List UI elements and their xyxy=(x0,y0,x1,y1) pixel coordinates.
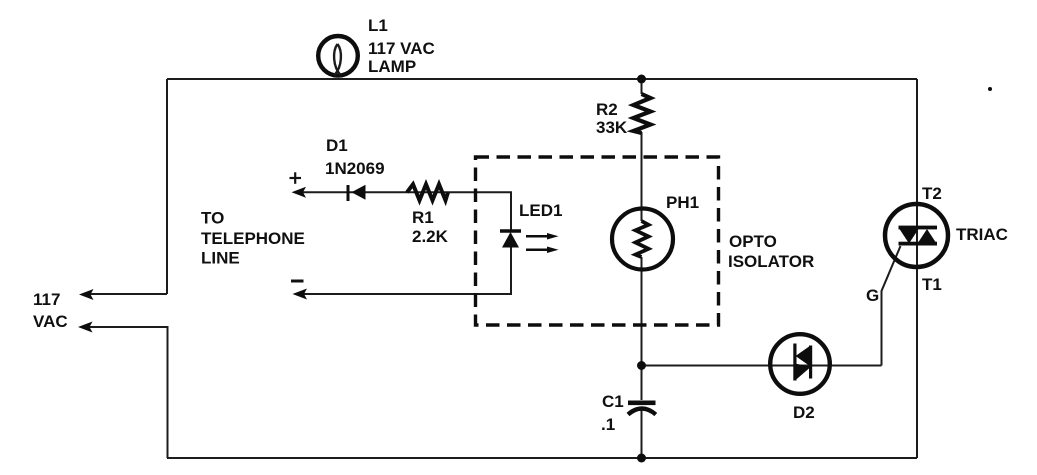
svg-text:T1: T1 xyxy=(922,275,942,294)
svg-text:33K: 33K xyxy=(596,118,628,137)
svg-text:D2: D2 xyxy=(793,403,815,422)
svg-text:LED1: LED1 xyxy=(519,201,562,220)
svg-text:G: G xyxy=(866,286,879,305)
svg-text:R2: R2 xyxy=(596,100,618,119)
svg-text:LINE: LINE xyxy=(201,249,240,268)
svg-text:VAC: VAC xyxy=(33,312,68,331)
svg-text:TO: TO xyxy=(201,209,224,228)
svg-text:T2: T2 xyxy=(922,184,942,203)
svg-text:TRIAC: TRIAC xyxy=(956,225,1008,244)
svg-text:ISOLATOR: ISOLATOR xyxy=(728,252,814,271)
svg-text:C1: C1 xyxy=(602,392,624,411)
svg-text:2.2K: 2.2K xyxy=(412,227,449,246)
svg-text:R1: R1 xyxy=(412,208,434,227)
svg-text:1N2069: 1N2069 xyxy=(325,159,385,178)
svg-text:OPTO: OPTO xyxy=(729,232,777,251)
svg-text:.1: .1 xyxy=(601,415,615,434)
svg-text:LAMP: LAMP xyxy=(368,57,416,76)
svg-text:TELEPHONE: TELEPHONE xyxy=(201,229,305,248)
svg-text:L1: L1 xyxy=(368,16,388,35)
svg-text:117: 117 xyxy=(33,290,60,309)
svg-text:D1: D1 xyxy=(326,136,348,155)
svg-text:PH1: PH1 xyxy=(666,193,699,212)
svg-text:117 VAC: 117 VAC xyxy=(368,39,435,58)
